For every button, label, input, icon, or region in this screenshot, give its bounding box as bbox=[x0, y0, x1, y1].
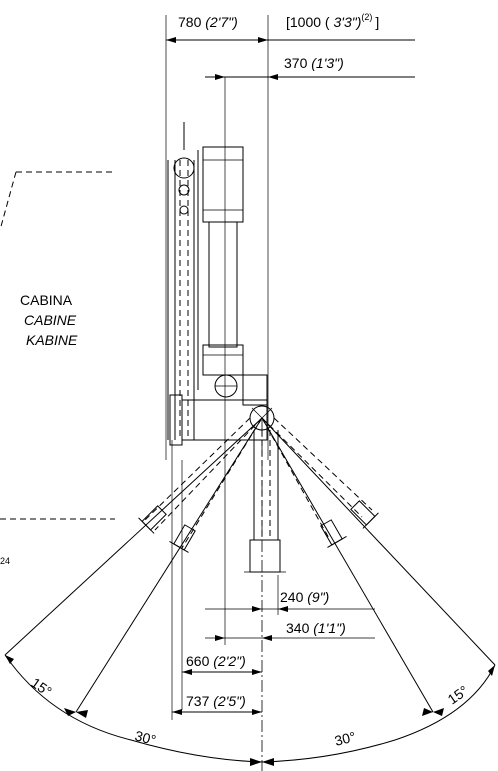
swing-angle-arc bbox=[4, 417, 496, 766]
angle-right-outer: 15° bbox=[445, 682, 472, 707]
boom-column bbox=[197, 146, 244, 390]
cabin-outline bbox=[0, 171, 115, 520]
angle-left-inner: 30° bbox=[133, 727, 157, 748]
angle-right-inner: 30° bbox=[333, 728, 357, 749]
dim-780-label: 780 (2'7") bbox=[178, 14, 238, 30]
dim-340-label: 340 (1'1") bbox=[286, 620, 346, 636]
lower-extension bbox=[244, 430, 286, 573]
dim-240-label: 240 (9") bbox=[280, 589, 329, 605]
top-dimension-group bbox=[165, 15, 415, 645]
lower-dimension-group bbox=[171, 440, 375, 720]
angle-left-outer: 15° bbox=[28, 674, 55, 699]
dim-370-label: 370 (1'3") bbox=[284, 55, 344, 71]
cabin-label-it: CABINA bbox=[20, 292, 73, 308]
hook-assembly bbox=[167, 122, 195, 446]
swing-rays bbox=[144, 417, 373, 549]
slewing-base bbox=[181, 374, 275, 441]
dim-1000-label: [1000 ( 3'3")(2)] bbox=[286, 12, 379, 30]
cabin-label-de: KABINE bbox=[26, 332, 78, 348]
swung-hooks bbox=[138, 500, 379, 553]
dim-660-label: 660 (2'2") bbox=[186, 653, 246, 669]
dim-737-label: 737 (2'5") bbox=[186, 693, 246, 709]
side-reference: 24 bbox=[0, 556, 10, 566]
cabin-label-fr: CABINE bbox=[24, 312, 77, 328]
